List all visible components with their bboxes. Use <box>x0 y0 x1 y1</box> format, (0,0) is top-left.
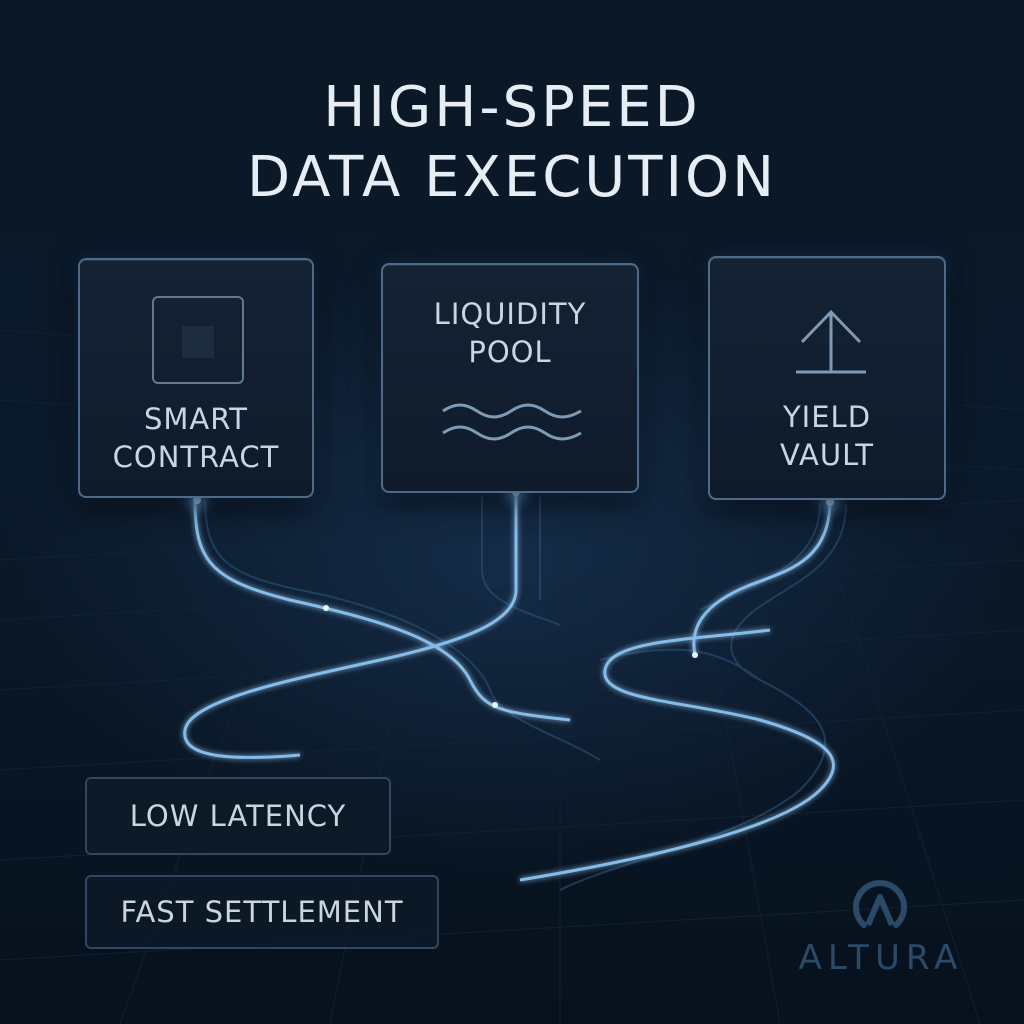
smart-contract-node: SMART CONTRACT <box>78 258 314 498</box>
background-grid <box>0 329 1024 1024</box>
feature-fast-settlement: FAST SETTLEMENT <box>85 875 439 949</box>
yield-vault-node: YIELD VAULT <box>708 256 946 500</box>
altura-logo-icon <box>853 880 907 928</box>
title-line-2: DATA EXECUTION <box>247 145 777 210</box>
title-line-1: HIGH-SPEED <box>323 75 701 140</box>
yield-vault-label: YIELD VAULT <box>780 400 874 472</box>
waves-icon <box>442 403 582 441</box>
liquidity-pool-label: LIQUIDITY POOL <box>433 297 587 369</box>
smart-contract-label: SMART CONTRACT <box>112 402 280 474</box>
feature-low-latency: LOW LATENCY <box>85 777 391 855</box>
arrow-up-icon <box>796 309 866 374</box>
liquidity-pool-node: LIQUIDITY POOL <box>381 263 639 493</box>
chip-icon <box>152 296 244 384</box>
brand-name: ALTURA <box>798 938 964 978</box>
